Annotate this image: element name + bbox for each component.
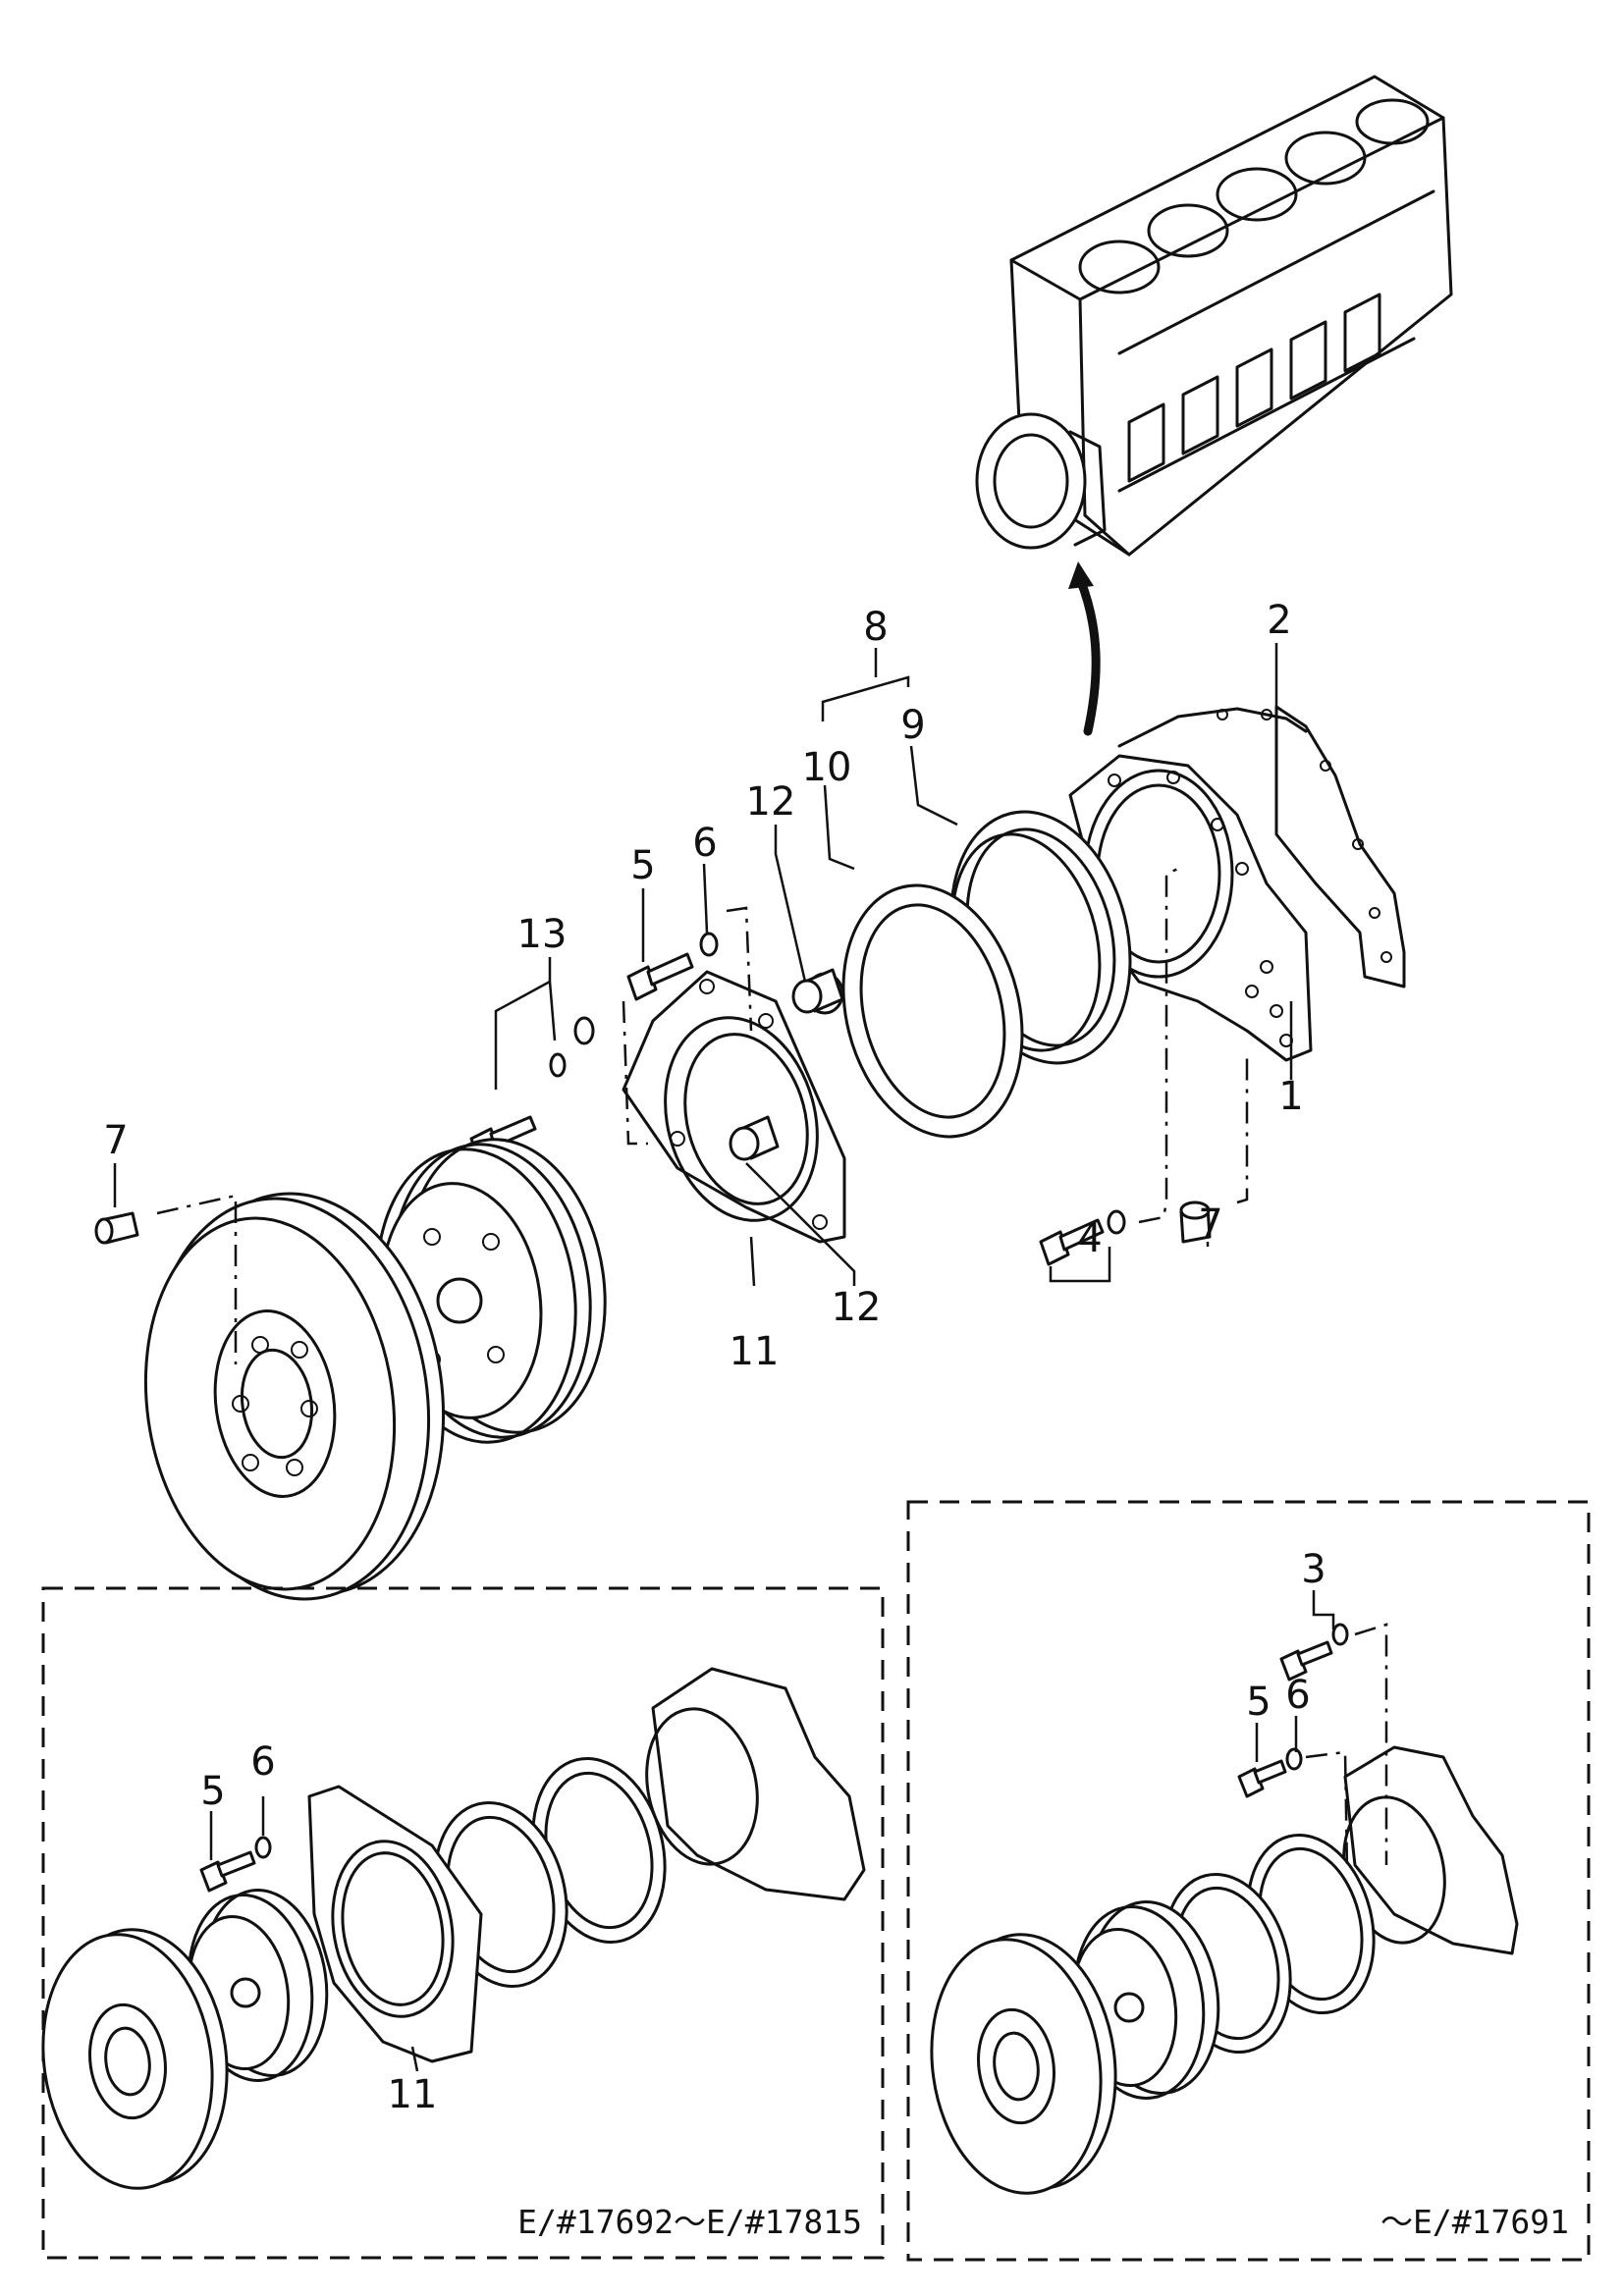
inset-left-plate <box>645 1667 866 1901</box>
spacer-12-upper <box>791 968 844 1015</box>
rear-seal-on-engine <box>975 412 1107 550</box>
callout-12-lower: 12 <box>832 1285 882 1330</box>
callout-11-inset-left: 11 <box>388 2072 438 2117</box>
block-openings <box>1117 189 1435 493</box>
bolt-4 <box>1039 1209 1126 1266</box>
callout-8: 8 <box>863 605 888 650</box>
inset-right-damper <box>930 1933 1117 2195</box>
install-arrow <box>1068 561 1101 736</box>
callout-13: 13 <box>517 912 568 957</box>
callout-leaders <box>113 643 1293 1287</box>
callout-7-left: 7 <box>103 1118 128 1163</box>
callout-9: 9 <box>900 703 925 748</box>
serial-range-right: ～E/#17691 <box>1380 2203 1569 2241</box>
callout-6-inset-left: 6 <box>250 1739 275 1785</box>
seal-cover-11 <box>622 970 846 1244</box>
callout-12-upper: 12 <box>746 779 796 825</box>
crank-damper <box>143 1192 446 1601</box>
callout-11-main: 11 <box>730 1329 780 1374</box>
serial-range-left: E/#17692～E/#17815 <box>517 2203 862 2241</box>
alignment-lines <box>156 867 1249 1364</box>
rear-plate-gasket <box>1117 705 1406 988</box>
callout-3-inset-right: 3 <box>1301 1547 1325 1592</box>
inset-right-bolt-5 <box>1237 1747 1303 1798</box>
callout-2: 2 <box>1267 598 1291 643</box>
dowel-7-right <box>1179 1201 1212 1244</box>
seal-ring-10 <box>841 883 1024 1139</box>
callout-5-main: 5 <box>630 843 655 888</box>
inset-box-right <box>906 1500 1591 2262</box>
bolt-5-main <box>626 952 694 1001</box>
spacer-12-lower <box>729 1115 780 1161</box>
inset-box-left <box>41 1586 885 2260</box>
callout-5-inset-left: 5 <box>200 1769 225 1814</box>
callout-1: 1 <box>1278 1074 1303 1119</box>
engine-block <box>975 75 1453 736</box>
inset-right-pulley <box>1070 1900 1220 2100</box>
callout-5-inset-right: 5 <box>1246 1680 1271 1725</box>
callout-6-main: 6 <box>692 821 717 866</box>
inset-left-damper <box>41 1928 229 2190</box>
callout-10: 10 <box>802 745 852 790</box>
inset-right-bolt-3 <box>1279 1623 1349 1682</box>
inset-left-cover-11 <box>307 1785 483 2063</box>
callout-4: 4 <box>1077 1216 1102 1261</box>
callout-numbers: 1 2 8 9 10 12 6 5 13 7 7 4 12 11 5 6 11 … <box>103 598 1325 2117</box>
dowel-7-left <box>94 1211 139 1245</box>
callout-7-right: 7 <box>1198 1201 1222 1247</box>
washer-6-main <box>699 932 719 957</box>
cylinder-bores <box>1078 98 1430 294</box>
inset-left-bolt <box>199 1836 272 1893</box>
callout-6-inset-right: 6 <box>1285 1673 1310 1718</box>
